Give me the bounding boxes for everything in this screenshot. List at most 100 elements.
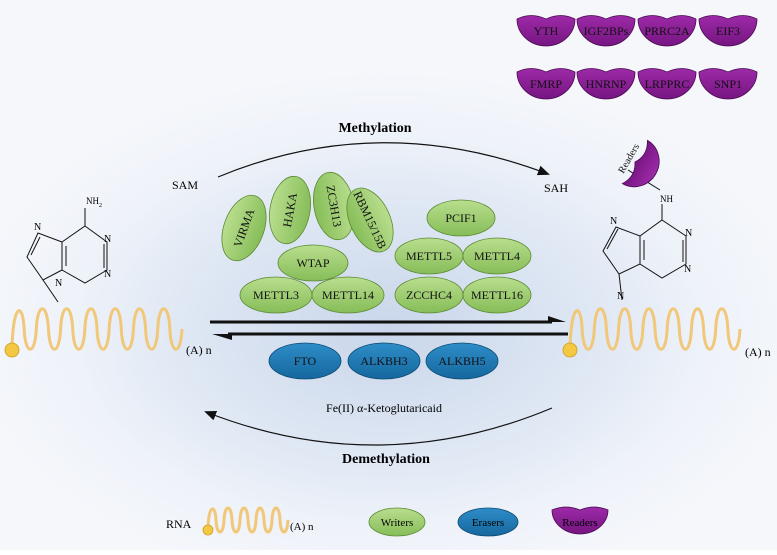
- reader-shape: [516, 68, 576, 100]
- equilibrium-arrows: [210, 316, 568, 340]
- writer-shape: [462, 276, 532, 314]
- reader-igf2bps: IGF2BPs: [576, 15, 636, 47]
- rna-cap: [202, 524, 214, 536]
- writer-wtap: WTAP: [277, 244, 349, 282]
- writer-mettl5: METTL5: [394, 237, 464, 275]
- legend-reader-shape: [551, 506, 609, 535]
- reader-label: EIF3: [716, 24, 740, 38]
- reader-lrpprc: LRPPRC: [637, 68, 697, 100]
- polya-left: (A) n: [186, 343, 212, 357]
- legend-rna-polya: (A) n: [290, 521, 314, 533]
- reader-label: LRPPRC: [645, 77, 690, 91]
- writer-zc3h13: ZC3H13: [313, 171, 355, 241]
- reader-label: HNRNP: [586, 77, 627, 91]
- nh-label: NH: [660, 194, 673, 204]
- n-atom: N: [55, 278, 62, 289]
- n-atom: N: [610, 216, 617, 227]
- eraser-shape: [425, 342, 499, 380]
- legend-writers-label: Writers: [381, 517, 414, 529]
- n-atom: N: [104, 269, 111, 280]
- rna-cap: [4, 342, 20, 358]
- polya-right: (A) n: [745, 345, 771, 359]
- reader-prrc2a: PRRC2A: [637, 15, 697, 47]
- writer-label: METTL3: [253, 288, 299, 302]
- sam-label: SAM: [172, 178, 198, 192]
- reader-fmrp: FMRP: [516, 68, 576, 100]
- writer-label: ZCCHC4: [406, 288, 452, 302]
- writer-label: METTL14: [322, 288, 374, 302]
- writer-virma: VIRMA: [221, 194, 267, 262]
- reader-snp1: SNP1: [698, 68, 758, 100]
- rna-wave: [568, 307, 742, 351]
- demethylation-title: Demethylation: [342, 452, 430, 467]
- methylation-arrow: [217, 142, 550, 178]
- demethylation-arrow: [204, 407, 553, 446]
- rna-wave: [206, 506, 290, 534]
- writer-shape: [462, 237, 532, 275]
- rna-cap: [562, 342, 578, 358]
- eraser-label: ALKBH5: [438, 354, 485, 368]
- legend-rna-label: RNA: [166, 517, 192, 531]
- eraser-alkbh5: ALKBH5: [425, 342, 499, 380]
- eraser-alkbh3: ALKBH3: [347, 342, 421, 380]
- n-atom: N: [34, 222, 41, 233]
- reader-shape: [637, 15, 697, 47]
- writer-shape: [346, 187, 394, 253]
- writer-haka: HAKA: [269, 175, 311, 245]
- eraser-label: FTO: [294, 354, 317, 368]
- writer-shape: [311, 276, 385, 314]
- writer-pcif1: PCIF1: [426, 199, 496, 237]
- writer-shape: [269, 175, 311, 245]
- cofactors-label: Fe(II) α-Ketoglutaricaid: [326, 401, 442, 415]
- sah-label: SAH: [544, 181, 568, 195]
- reader-label: SNP1: [714, 77, 742, 91]
- reader-label: PRRC2A: [644, 24, 690, 38]
- adenosine-structure-right: [602, 169, 687, 301]
- n-atom: N: [684, 264, 691, 275]
- reader-label: IGF2BPs: [584, 24, 629, 38]
- reader-label: YTH: [534, 24, 559, 38]
- writer-zcchc4: ZCCHC4: [394, 276, 464, 314]
- legend-writer-shape: [368, 507, 426, 537]
- reader-yth: YTH: [516, 15, 576, 47]
- eraser-shape: [347, 342, 421, 380]
- amine-label: NH2: [86, 196, 102, 209]
- writer-mettl14: METTL14: [311, 276, 385, 314]
- reader-shape: [516, 15, 576, 47]
- writer-mettl16: METTL16: [462, 276, 532, 314]
- writer-label: METTL4: [474, 249, 520, 263]
- adenosine-structure-left: [26, 208, 108, 303]
- writer-label: HAKA: [280, 191, 300, 228]
- legend-erasers-label: Erasers: [472, 517, 504, 529]
- writer-shape: [426, 199, 496, 237]
- erasers-cluster: FTO ALKBH3 ALKBH5: [268, 342, 499, 380]
- n-atom: N: [104, 234, 111, 245]
- methylation-title: Methylation: [338, 121, 411, 136]
- legend: RNA (A) n Writers Erasers Readers: [166, 506, 609, 537]
- rna-wave: [10, 307, 184, 351]
- eraser-fto: FTO: [268, 342, 342, 380]
- reader-shape: [637, 68, 697, 100]
- reader-shape: [576, 15, 636, 47]
- writer-shape: [277, 244, 349, 282]
- writer-label: METTL5: [406, 249, 452, 263]
- rna-strand-right: [562, 307, 742, 358]
- reader-label: FMRP: [530, 77, 562, 91]
- writer-label: METTL16: [471, 288, 523, 302]
- reader-hnrnp: HNRNP: [576, 68, 636, 100]
- writer-label: PCIF1: [445, 211, 476, 225]
- rna-strand-left: [4, 307, 184, 358]
- writer-mettl4: METTL4: [462, 237, 532, 275]
- n-atom: N: [685, 228, 692, 239]
- legend-eraser-shape: [457, 507, 519, 537]
- reader-shape: [576, 68, 636, 100]
- eraser-shape: [268, 342, 342, 380]
- reader-eif3: EIF3: [698, 15, 758, 47]
- writer-mettl3: METTL3: [239, 276, 313, 314]
- n-atom: N: [617, 291, 624, 302]
- reader-shape: [698, 68, 758, 100]
- reader-on-modification: Readers: [616, 139, 660, 188]
